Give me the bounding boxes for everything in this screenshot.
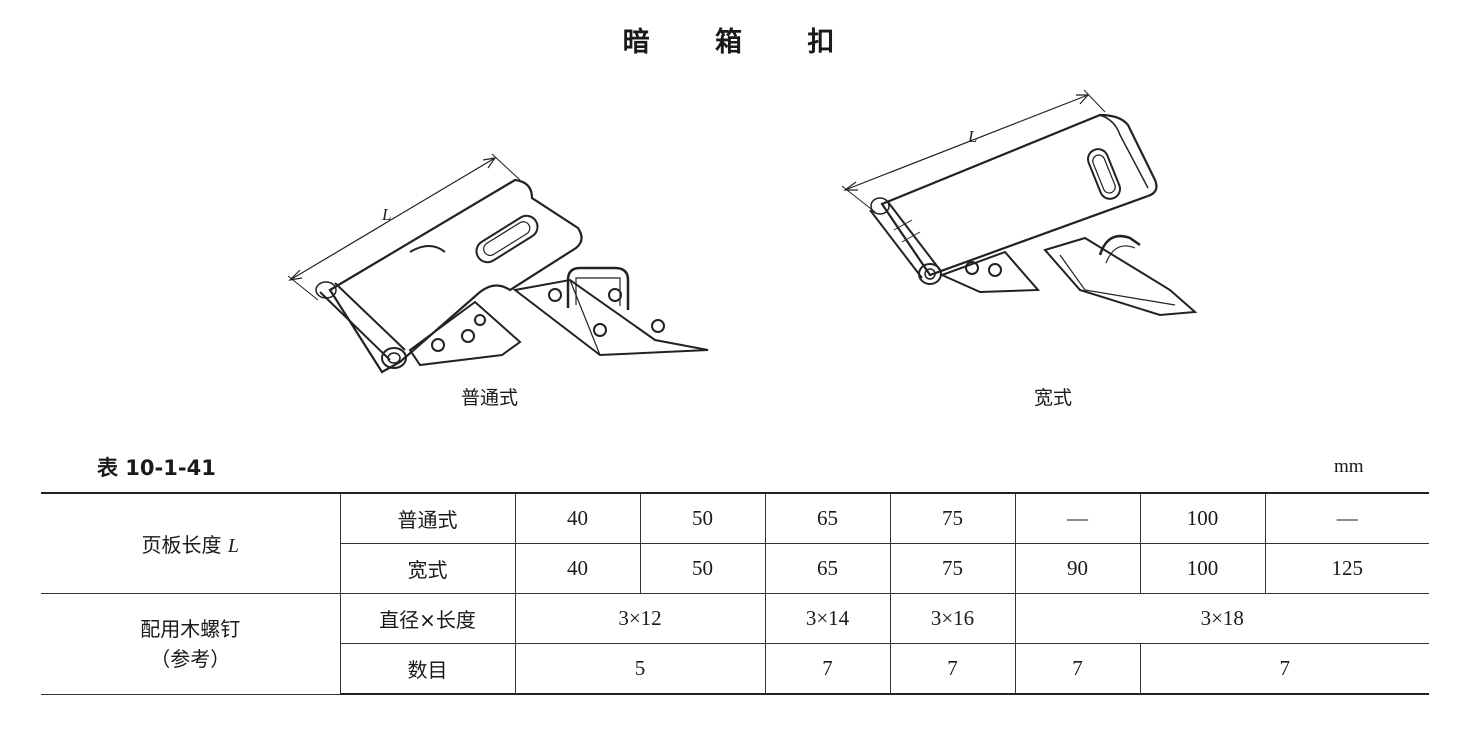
table-cell: 7 xyxy=(889,643,1016,695)
table-cell: 3×16 xyxy=(889,593,1016,644)
table-cell: — xyxy=(1264,492,1429,544)
row-label-normal: 普通式 xyxy=(339,492,516,544)
table-cell: 75 xyxy=(889,492,1016,544)
table-row: 配用木螺钉 （参考） 直径×长度 3×12 3×14 3×16 3×18 xyxy=(41,593,1429,695)
caption-normal: 普通式 xyxy=(461,387,519,409)
dimension-label-l-wide: L xyxy=(967,127,977,146)
table-cell: 5 xyxy=(514,643,766,695)
table-cell: 100 xyxy=(1139,492,1266,544)
table-cell: 65 xyxy=(764,543,891,594)
unit-label: mm xyxy=(1334,456,1364,477)
table-cell: 7 xyxy=(1139,643,1429,695)
row-label-wide: 宽式 xyxy=(340,543,516,594)
row-label-screw-size: 直径×长度 xyxy=(339,593,516,644)
table-row: 页板长度 L 普通式 40 50 65 75 — 100 — xyxy=(41,492,1429,594)
row-label-screw-count: 数目 xyxy=(340,643,516,695)
table-row: 数目 5 7 7 7 7 xyxy=(41,643,1429,695)
table-cell: 7 xyxy=(1014,643,1141,695)
screws-header: 配用木螺钉 （参考） xyxy=(41,593,341,695)
hasp-normal-figure: L xyxy=(270,80,730,390)
table-cell: 7 xyxy=(764,643,891,695)
table-cell: 100 xyxy=(1139,543,1266,594)
table-cell: 3×12 xyxy=(514,593,766,644)
table-row: 宽式 40 50 65 75 90 100 125 xyxy=(41,543,1429,594)
table-cell: 50 xyxy=(639,492,766,544)
table-cell: 65 xyxy=(764,492,891,544)
table-cell: 3×14 xyxy=(764,593,891,644)
dimension-label-l: L xyxy=(381,205,391,224)
page-title: 暗 箱 扣 xyxy=(622,27,863,58)
table-cell: — xyxy=(1014,492,1141,544)
table-cell: 50 xyxy=(639,543,766,594)
spec-table: 页板长度 L 普通式 40 50 65 75 — 100 — 宽式 40 50 … xyxy=(41,492,1429,695)
table-number: 表 10-1-41 xyxy=(97,456,216,480)
table-cell: 3×18 xyxy=(1014,593,1429,644)
table-cell: 125 xyxy=(1264,543,1429,594)
table-cell: 90 xyxy=(1014,543,1141,594)
table-cell: 40 xyxy=(514,492,641,544)
caption-wide: 宽式 xyxy=(1034,387,1073,409)
hasp-wide-figure: L xyxy=(830,80,1210,340)
plate-length-header: 页板长度 L xyxy=(41,492,341,594)
table-cell: 40 xyxy=(514,543,641,594)
table-cell: 75 xyxy=(889,543,1016,594)
